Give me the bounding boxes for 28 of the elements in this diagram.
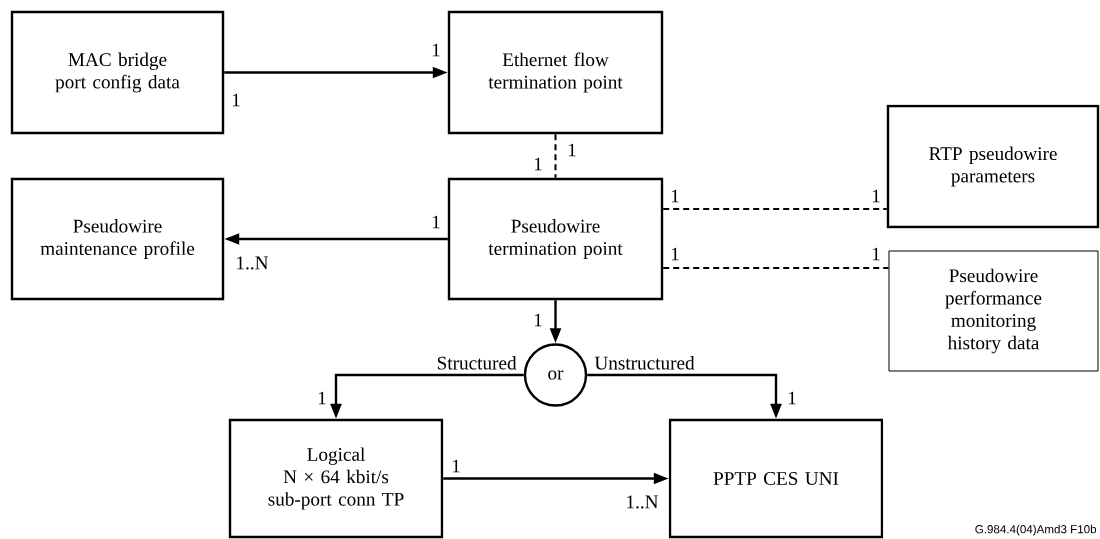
multiplicity-label: 1 (432, 215, 440, 229)
class-box: Logical N × 64 kbit/s sub-port conn TP (228, 418, 444, 539)
multiplicity-label: 1 (671, 189, 679, 203)
connector-line (662, 208, 888, 210)
multiplicity-label: 1 (671, 247, 679, 261)
edge-label: Structured (434, 354, 519, 372)
class-box: MAC bridge port config data (10, 10, 225, 135)
multiplicity-label: 1 (318, 391, 326, 405)
class-box: Pseudowire maintenance profile (10, 177, 225, 301)
multiplicity-label: 1..N (627, 495, 659, 509)
multiplicity-label: 1 (534, 313, 542, 327)
multiplicity-label: 1 (568, 143, 576, 157)
edge-label: Unstructured (592, 354, 697, 372)
class-box: Pseudowire performance monitoring history data (888, 250, 1099, 372)
class-box: PPTP CES UNI (668, 418, 884, 539)
multiplicity-label: 1 (534, 157, 542, 171)
class-box: RTP pseudowire parameters (886, 104, 1100, 229)
figure-id: G.984.4(04)Amd3 F10b (975, 524, 1097, 536)
multiplicity-label: 1 (432, 43, 440, 57)
multiplicity-label: 1 (788, 391, 796, 405)
connector-line (554, 133, 557, 179)
multiplicity-label: 1 (452, 459, 460, 473)
class-box: Ethernet flow termination point (447, 10, 664, 135)
multiplicity-label: 1..N (237, 256, 269, 270)
class-box: Pseudowire termination point (447, 177, 664, 301)
multiplicity-label: 1 (872, 189, 880, 203)
multiplicity-label: 1 (872, 247, 880, 261)
connector-line (662, 267, 890, 269)
